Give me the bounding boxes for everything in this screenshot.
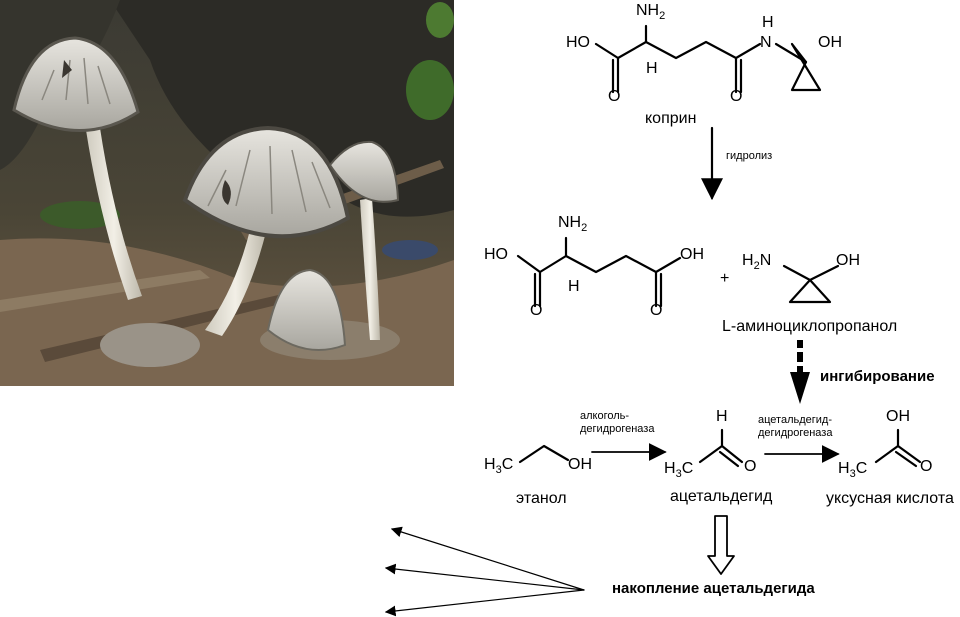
acetic-acid-structure <box>874 428 922 468</box>
coprine-carbonyl-o-left: O <box>608 88 621 105</box>
glutamic-carbonyl-o-left: O <box>530 302 543 319</box>
acetic-acid-name: уксусная кислота <box>826 490 954 507</box>
acetic-acid-methyl-group: H3C <box>838 460 868 481</box>
coprine-hydroxyl-group: OH <box>818 34 842 51</box>
hydrolysis-label: гидролиз <box>726 150 773 162</box>
acetic-acid-carbonyl-o: O <box>920 458 933 475</box>
aldh-label-line1: ацетальдегид- <box>758 414 833 426</box>
ethanol-methyl-group: H3C <box>484 456 514 477</box>
acetaldehyde-name: ацетальдегид <box>670 488 773 505</box>
glutamic-amine-group: NH2 <box>558 214 588 235</box>
aldh-label-line2: дегидрогеназа <box>758 427 833 439</box>
plus-sign: + <box>720 270 730 287</box>
inhibition-label: ингибирование <box>820 368 935 385</box>
ethanol-structure <box>518 444 570 464</box>
inhibition-arrow <box>790 340 810 404</box>
coprine-nh-hydrogen: H <box>762 14 774 31</box>
aminocyclopropanol-hydroxyl-group: OH <box>836 252 860 269</box>
acetaldehyde-methyl-group: H3C <box>664 460 694 481</box>
glutamic-h-atom: H <box>568 278 580 295</box>
coprine-name: коприн <box>645 110 697 127</box>
coprine-carbonyl-o-right: O <box>730 88 743 105</box>
glutamic-carbonyl-o-right: O <box>650 302 663 319</box>
accumulation-pointers <box>384 526 585 617</box>
ethanol-hydroxyl-group: OH <box>568 456 592 473</box>
coprine-acid-group: HO <box>566 34 590 51</box>
aminocyclopropanol-structure <box>782 264 840 304</box>
coprine-amine-group: NH2 <box>636 2 666 23</box>
aminocyclopropanol-name: L-аминоциклопропанол <box>722 318 898 335</box>
acetaldehyde-carbonyl-o: O <box>744 458 757 475</box>
coprine-structure <box>594 24 822 94</box>
adh-label-line2: дегидрогеназа <box>580 423 655 435</box>
acetaldehyde-structure <box>698 428 744 468</box>
accumulation-hollow-arrow <box>707 515 735 575</box>
acetaldehyde-h-atom: H <box>716 408 728 425</box>
glutamic-acid-right-group: OH <box>680 246 704 263</box>
ethanol-name: этанол <box>516 490 567 507</box>
accumulation-label: накопление ацетальдегида <box>612 580 815 597</box>
mushroom-photo <box>0 0 454 386</box>
adh-label-line1: алкоголь- <box>580 410 630 422</box>
glutamic-acid-structure <box>516 236 682 308</box>
coprine-h-atom: H <box>646 60 658 77</box>
acetic-acid-hydroxyl-group: OH <box>886 408 910 425</box>
aminocyclopropanol-amine-group: H2N <box>742 252 772 273</box>
coprine-n-atom: N <box>760 34 772 51</box>
glutamic-acid-left-group: HO <box>484 246 508 263</box>
